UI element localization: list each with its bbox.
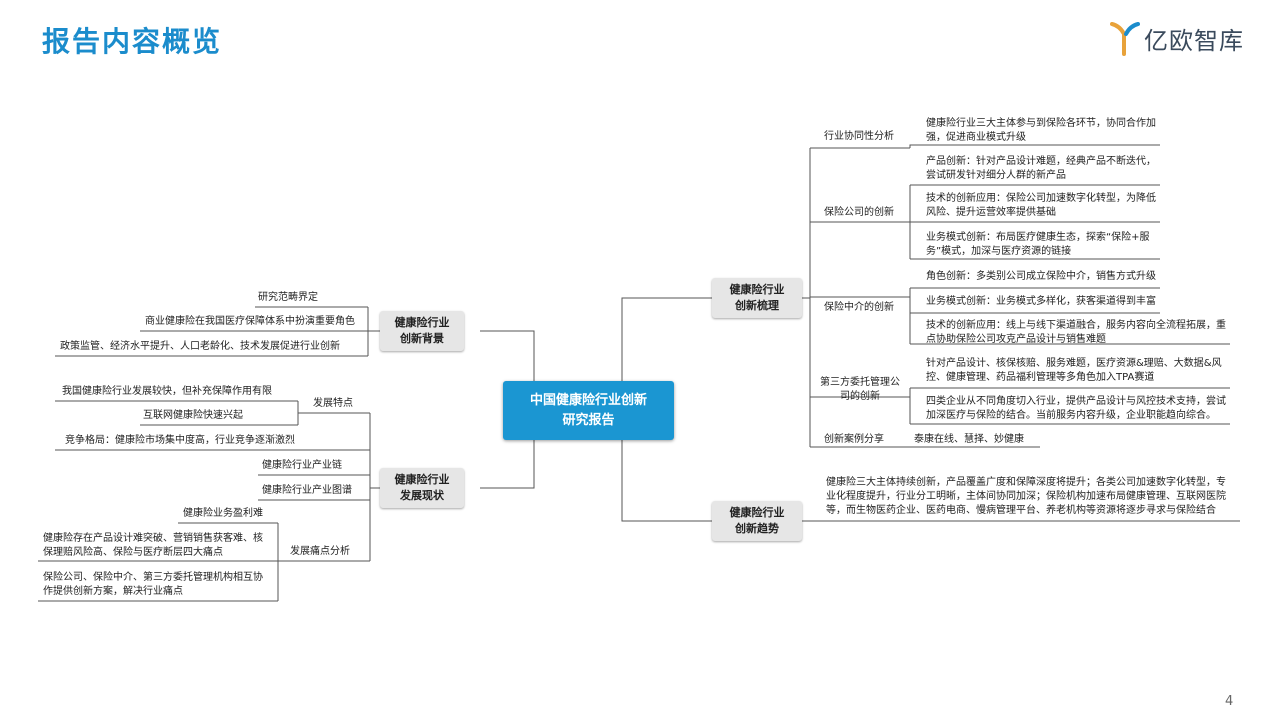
insurer-item-tech: 技术的创新应用：保险公司加速数字化转型，为降低风险、提升运营效率提供基础 <box>926 193 1156 218</box>
synergy-label: 行业协同性分析 <box>824 131 894 142</box>
background-item-drivers: 政策监管、经济水平提升、人口老龄化、技术发展促进行业创新 <box>60 341 340 352</box>
insurer-item-product: 产品创新：针对产品设计难题，经典产品不断迭代，尝试研发针对细分人群的新产品 <box>926 156 1156 181</box>
background-item-scope: 研究范畴界定 <box>258 292 318 303</box>
logo-text: 亿欧智库 <box>1144 26 1244 55</box>
intermediary-label: 保险中介的创新 <box>824 302 894 313</box>
brand-logo: 亿欧智库 <box>1110 18 1244 58</box>
features-item-internet: 互联网健康险快速兴起 <box>143 410 243 421</box>
cases-label: 创新案例分享 <box>824 434 884 445</box>
trend-item: 健康险三大主体持续创新，产品覆盖广度和保障深度将提升；各类公司加速数字化转型，专… <box>826 477 1226 516</box>
intermediary-item-role: 角色创新：多类别公司成立保险中介，销售方式升级 <box>926 271 1156 282</box>
pain-item-four: 健康险存在产品设计难突破、营销销售获客难、核保理赔风险高、保险与医疗断层四大痛点 <box>43 533 263 558</box>
tpa-item-roles: 针对产品设计、核保核赔、服务难题，医疗资源&理赔、大数据&风控、健康管理、药品福… <box>926 358 1222 383</box>
chain-item: 健康险行业产业链 <box>262 460 342 471</box>
background-item-role: 商业健康险在我国医疗保障体系中扮演重要角色 <box>145 316 355 327</box>
background-node: 健康险行业创新背景 <box>380 311 464 351</box>
pain-label: 发展痛点分析 <box>290 546 350 557</box>
page-number: 4 <box>1225 694 1234 709</box>
root-node: 中国健康险行业创新研究报告 <box>503 381 674 440</box>
pain-item-solution: 保险公司、保险中介、第三方委托管理机构相互协作提供创新方案，解决行业痛点 <box>43 572 263 597</box>
intermediary-item-model: 业务模式创新：业务模式多样化，获客渠道得到丰富 <box>926 296 1156 307</box>
features-label: 发展特点 <box>313 398 353 409</box>
features-item-growth: 我国健康险行业发展较快，但补充保障作用有限 <box>62 386 272 397</box>
insurer-label: 保险公司的创新 <box>824 207 894 218</box>
pain-item-profit: 健康险业务盈利难 <box>183 508 263 519</box>
cases-item: 泰康在线、慧择、妙健康 <box>914 434 1024 445</box>
tpa-label: 第三方委托管理公司的创新 <box>820 377 900 402</box>
innovation-node: 健康险行业创新梳理 <box>712 278 802 318</box>
map-item: 健康险行业产业图谱 <box>262 485 352 496</box>
competition-item: 竞争格局：健康险市场集中度高，行业竞争逐渐激烈 <box>65 435 295 446</box>
status-node: 健康险行业发展现状 <box>380 468 464 508</box>
trend-node: 健康险行业创新趋势 <box>712 501 802 541</box>
intermediary-item-tech: 技术的创新应用：线上与线下渠道融合，服务内容向全流程拓展，重点协助保险公司攻克产… <box>926 320 1226 345</box>
page-title: 报告内容概览 <box>42 25 223 58</box>
synergy-item: 健康险行业三大主体参与到保险各环节，协同合作加强，促进商业模式升级 <box>926 118 1156 143</box>
tpa-item-companies: 四类企业从不同角度切入行业，提供产品设计与风控技术支持，尝试加深医疗与保险的结合… <box>926 396 1226 421</box>
insurer-item-model: 业务模式创新：布局医疗健康生态，探索“保险+服务”模式，加深与医疗资源的链接 <box>926 232 1150 257</box>
logo-icon <box>1110 22 1140 56</box>
